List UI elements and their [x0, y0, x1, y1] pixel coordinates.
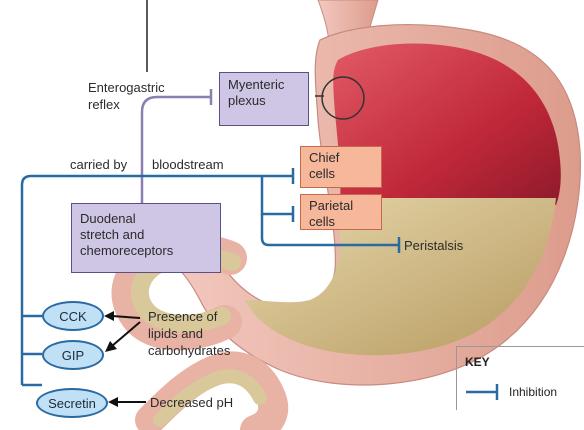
- bloodstream-label: bloodstream: [152, 157, 224, 173]
- chief-cells-box: Chief cells: [300, 146, 382, 188]
- enterogastric-label-1: Enterogastric: [88, 80, 165, 96]
- parietal-line-2: cells: [309, 214, 373, 230]
- key-legend: KEY Inhibition: [456, 346, 584, 410]
- cck-label: CCK: [59, 309, 86, 324]
- carried-by-label: carried by: [70, 157, 127, 173]
- myenteric-plexus-box: Myenteric plexus: [219, 72, 309, 126]
- peristalsis-label: Peristalsis: [404, 238, 463, 254]
- chief-line-1: Chief: [309, 150, 373, 166]
- myenteric-line-1: Myenteric: [228, 77, 300, 93]
- presence-label-3: carbohydrates: [148, 343, 230, 359]
- myenteric-line-2: plexus: [228, 93, 300, 109]
- presence-label-2: lipids and: [148, 326, 203, 342]
- key-inhibition-label: Inhibition: [509, 385, 557, 399]
- duodenal-line-3: chemoreceptors: [80, 243, 212, 259]
- ph-to-secretin-arrowhead: [108, 397, 118, 407]
- parietal-path: [262, 176, 293, 214]
- decreased-ph-label: Decreased pH: [150, 395, 233, 411]
- parietal-cells-box: Parietal cells: [300, 194, 382, 230]
- enterogastric-path: [142, 97, 210, 203]
- duodenal-receptors-box: Duodenal stretch and chemoreceptors: [71, 203, 221, 273]
- gip-label: GIP: [62, 348, 84, 363]
- chief-line-2: cells: [309, 166, 373, 182]
- lipids-to-cck-arrowhead: [104, 311, 114, 321]
- key-title: KEY: [465, 355, 490, 369]
- parietal-line-1: Parietal: [309, 198, 373, 214]
- duodenal-line-2: stretch and: [80, 227, 212, 243]
- presence-label-1: Presence of: [148, 309, 217, 325]
- gip-oval: GIP: [42, 340, 104, 370]
- cck-oval: CCK: [42, 301, 104, 331]
- enterogastric-label-2: reflex: [88, 97, 120, 113]
- secretin-oval: Secretin: [36, 388, 108, 418]
- duodenal-line-1: Duodenal: [80, 211, 212, 227]
- secretin-label: Secretin: [48, 396, 96, 411]
